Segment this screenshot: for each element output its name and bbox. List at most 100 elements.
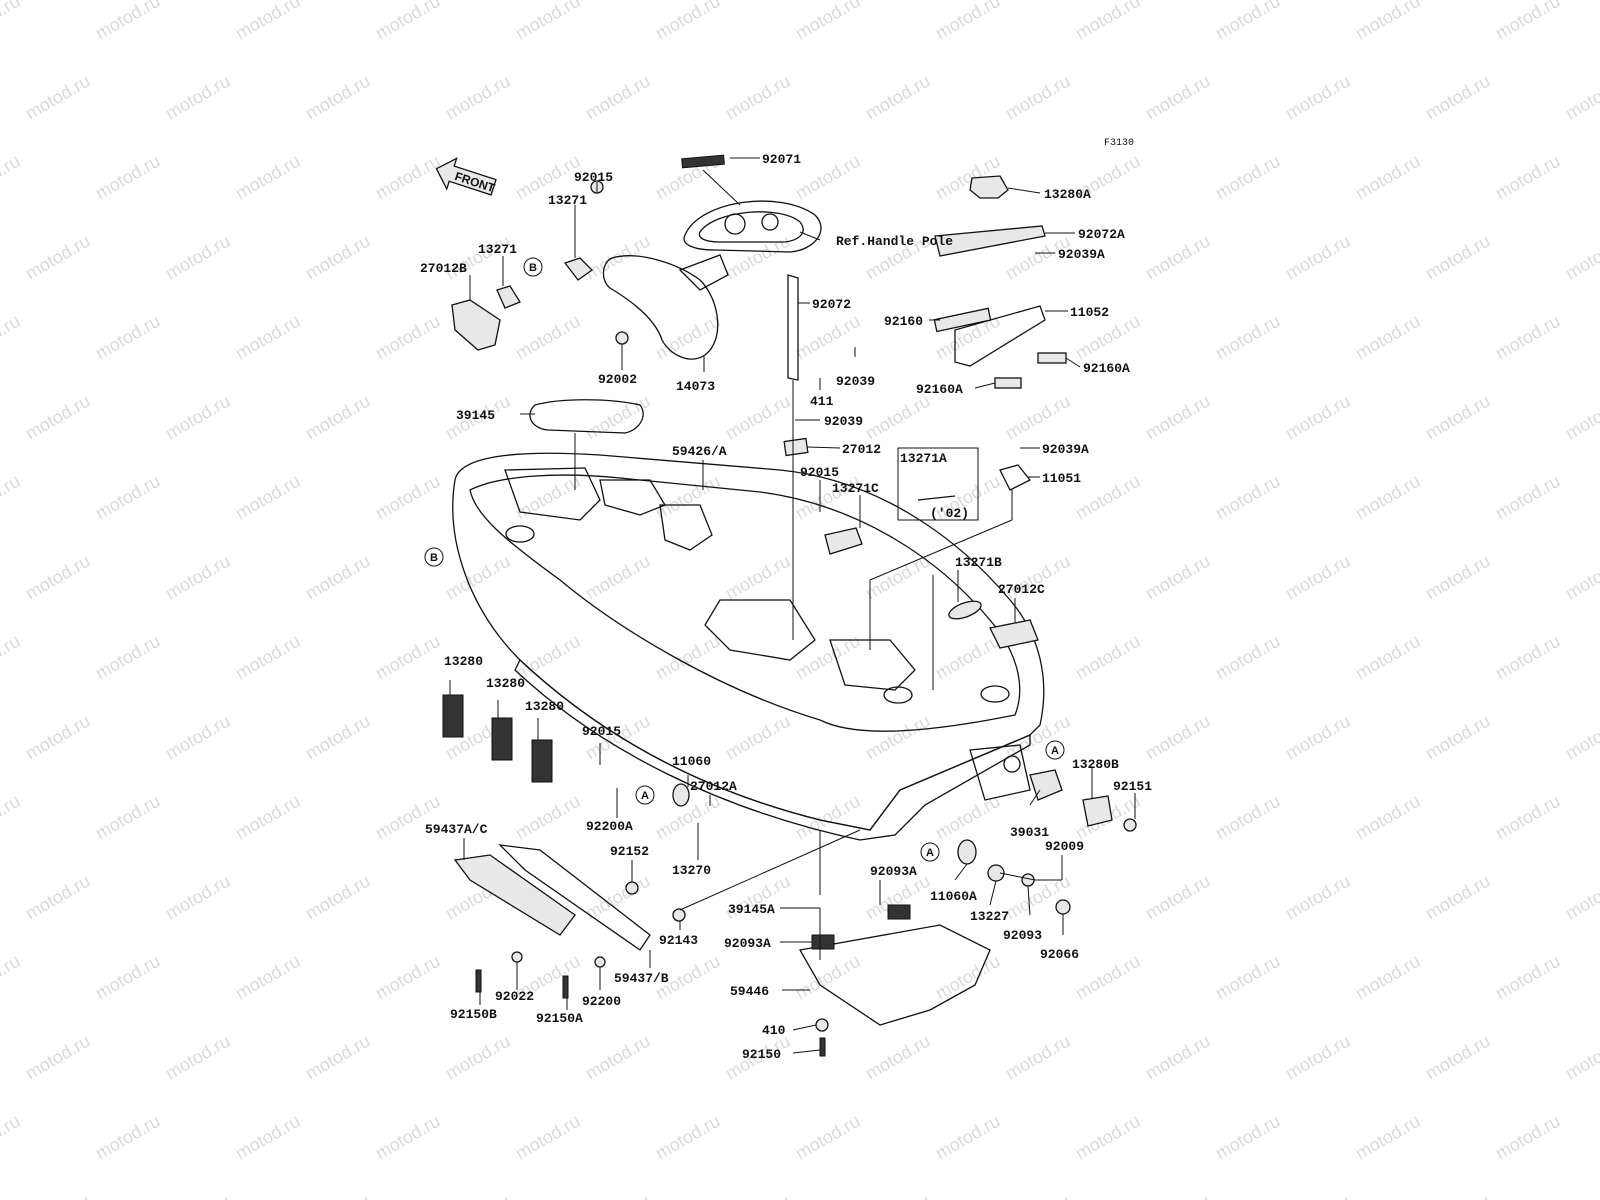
watermark-text: motod.ru bbox=[1142, 71, 1214, 124]
watermark-text: motod.ru bbox=[0, 791, 24, 844]
watermark-text: motod.ru bbox=[1352, 791, 1424, 844]
watermark-text: motod.ru bbox=[372, 951, 444, 1004]
pad-92160A-right bbox=[1037, 352, 1067, 364]
watermark-text: motod.ru bbox=[22, 871, 94, 924]
part-label: 92015 bbox=[574, 170, 613, 185]
part-label: 92072 bbox=[812, 297, 851, 312]
watermark-text: motod.ru bbox=[232, 951, 304, 1004]
watermark-text: motod.ru bbox=[792, 951, 864, 1004]
watermark-text: motod.ru bbox=[652, 311, 724, 364]
part-label: 92093 bbox=[1003, 928, 1042, 943]
watermark-text: motod.ru bbox=[1282, 231, 1354, 284]
watermark-text: motod.ru bbox=[1212, 0, 1284, 43]
watermark-text: motod.ru bbox=[792, 1111, 864, 1164]
part-label: 92066 bbox=[1040, 947, 1079, 962]
watermark-text: motod.ru bbox=[722, 71, 794, 124]
watermark-text: motod.ru bbox=[1422, 711, 1494, 764]
watermark-text: motod.ru bbox=[932, 1111, 1004, 1164]
watermark-text: motod.ru bbox=[1142, 391, 1214, 444]
watermark-text: motod.ru bbox=[1212, 791, 1284, 844]
part-label: 13270 bbox=[672, 863, 711, 878]
watermark-text: motod.ru bbox=[722, 551, 794, 604]
callout-letter: A bbox=[926, 847, 934, 859]
part-label: 92015 bbox=[582, 724, 621, 739]
plate-13271C bbox=[824, 527, 863, 555]
part-label: 13280A bbox=[1044, 187, 1091, 202]
watermark-text: motod.ru bbox=[442, 1031, 514, 1084]
washer-92093 bbox=[1021, 873, 1035, 887]
pad-92160 bbox=[933, 307, 992, 333]
hull-illustration bbox=[452, 452, 1045, 841]
watermark-text: motod.ru bbox=[0, 951, 24, 1004]
ride-plate-59446 bbox=[798, 924, 991, 1026]
part-label: 11051 bbox=[1042, 471, 1081, 486]
part-92093A-left bbox=[811, 934, 835, 950]
watermark-text: motod.ru bbox=[1142, 871, 1214, 924]
watermark-text: motod.ru bbox=[862, 711, 934, 764]
strap-92072 bbox=[787, 274, 799, 381]
watermark-text: motod.ru bbox=[1282, 1031, 1354, 1084]
watermark-text: motod.ru bbox=[0, 0, 24, 43]
watermark-text: motod.ru bbox=[582, 1191, 654, 1200]
watermark-text: motod.ru bbox=[862, 391, 934, 444]
watermark-text: motod.ru bbox=[652, 0, 724, 43]
inset-part-label: 13271A bbox=[900, 451, 947, 466]
reference-handle-pole: Ref.Handle Pole bbox=[836, 234, 953, 249]
part-label: 92151 bbox=[1113, 779, 1152, 794]
watermark-text: motod.ru bbox=[1352, 0, 1424, 43]
watermark-text: motod.ru bbox=[1072, 1111, 1144, 1164]
diagram-code: F3130 bbox=[1104, 138, 1134, 149]
watermark-text: motod.ru bbox=[372, 471, 444, 524]
watermark-text: motod.ru bbox=[722, 231, 794, 284]
watermark-text: motod.ru bbox=[652, 631, 724, 684]
watermark-text: motod.ru bbox=[232, 1111, 304, 1164]
watermark-text: motod.ru bbox=[792, 631, 864, 684]
clip-blocks-13280 bbox=[442, 694, 553, 783]
part-13271B bbox=[948, 600, 982, 620]
watermark-text: motod.ru bbox=[22, 551, 94, 604]
watermark-text: motod.ru bbox=[92, 0, 164, 43]
plate-27012 bbox=[783, 437, 809, 457]
watermark-text: motod.ru bbox=[1142, 1031, 1214, 1084]
part-label: 411 bbox=[810, 394, 834, 409]
watermark-text: motod.ru bbox=[1562, 551, 1600, 604]
watermark-text: motod.ru bbox=[582, 551, 654, 604]
plate-27012B bbox=[451, 299, 501, 351]
callout-letter: B bbox=[430, 552, 438, 564]
watermark-text: motod.ru bbox=[442, 1191, 514, 1200]
watermark-text: motod.ru bbox=[1072, 631, 1144, 684]
watermark-text: motod.ru bbox=[302, 391, 374, 444]
watermark-text: motod.ru bbox=[162, 231, 234, 284]
watermark-text: motod.ru bbox=[372, 631, 444, 684]
part-label: 27012B bbox=[420, 261, 467, 276]
pad-92160A-left bbox=[994, 377, 1022, 389]
watermark-text: motod.ru bbox=[232, 471, 304, 524]
watermark-text: motod.ru bbox=[1072, 951, 1144, 1004]
watermark-text: motod.ru bbox=[1142, 1191, 1214, 1200]
watermark-text: motod.ru bbox=[372, 311, 444, 364]
part-label: 92002 bbox=[598, 372, 637, 387]
watermark-text: motod.ru bbox=[1352, 471, 1424, 524]
callout-b-left: B bbox=[523, 257, 543, 277]
part-label: 14073 bbox=[676, 379, 715, 394]
watermark-text: motod.ru bbox=[162, 551, 234, 604]
watermark-text: motod.ru bbox=[1212, 471, 1284, 524]
watermark-text: motod.ru bbox=[862, 551, 934, 604]
watermark-text: motod.ru bbox=[232, 0, 304, 43]
part-label: 11060A bbox=[930, 889, 977, 904]
front-arrow-icon bbox=[435, 157, 497, 196]
part-label: 59437A/C bbox=[425, 822, 488, 837]
watermark-text: motod.ru bbox=[92, 471, 164, 524]
duct-14073 bbox=[602, 254, 729, 360]
watermark-text: motod.ru bbox=[1282, 551, 1354, 604]
watermark-text: motod.ru bbox=[22, 231, 94, 284]
watermark-text: motod.ru bbox=[932, 951, 1004, 1004]
part-label: 13280 bbox=[486, 676, 525, 691]
watermark-text: motod.ru bbox=[582, 871, 654, 924]
part-label: 13271 bbox=[548, 193, 587, 208]
watermark-text: motod.ru bbox=[1212, 1111, 1284, 1164]
grommet-11060 bbox=[672, 783, 690, 807]
part-label: 13271C bbox=[832, 481, 879, 496]
part-label: 27012C bbox=[998, 582, 1045, 597]
